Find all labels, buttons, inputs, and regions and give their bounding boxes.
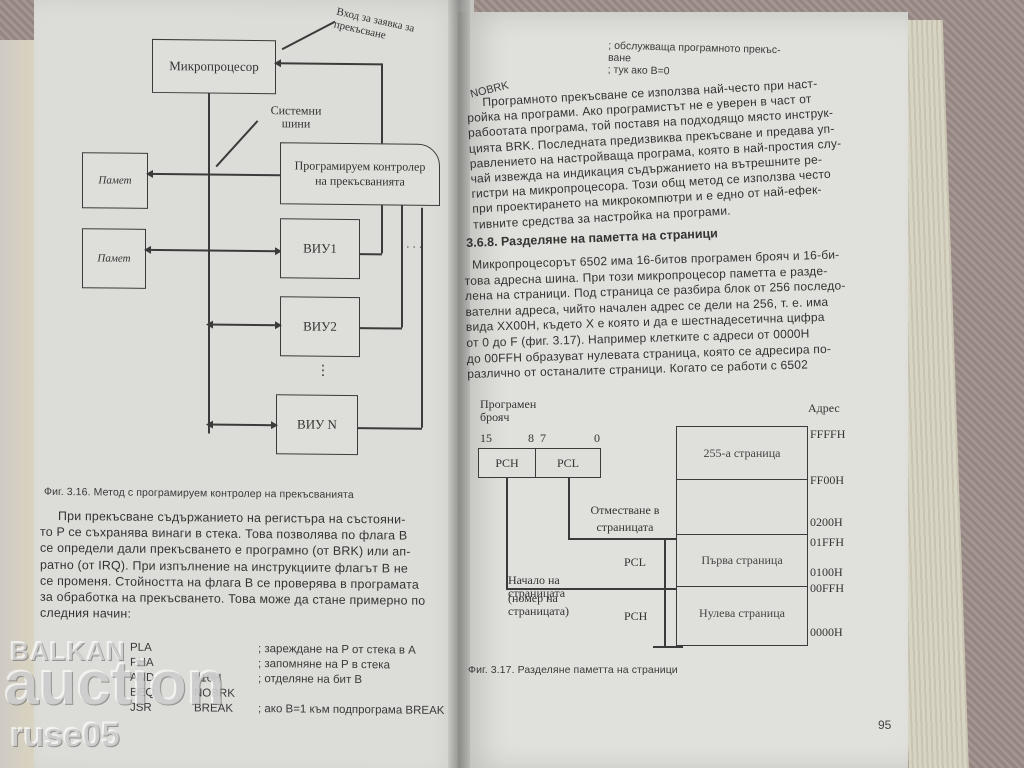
io-2-irq-line: [360, 327, 402, 330]
bit-0: 0: [594, 431, 600, 445]
controller-label: Програмируем контролер на прекъсванията: [294, 158, 426, 189]
address-0100: 0100H: [810, 565, 843, 579]
vertical-ellipsis: ⋮: [316, 363, 330, 379]
program-counter-title: Програмен брояч: [480, 397, 537, 424]
microprocessor-box: Микропроцесор: [152, 38, 276, 95]
code-continuation: ; обслужваща програмното прекъс- ване ; …: [608, 40, 781, 80]
code-comment: ; отделяне на бит B: [258, 673, 363, 687]
page-start-label: Начало на страницата: [508, 573, 566, 600]
watermark-ruse05: ruse05: [10, 716, 120, 754]
system-buses-arrow: [215, 120, 259, 167]
range-base: [653, 646, 683, 648]
io-1-irq-line: [360, 253, 382, 255]
pcl-label: PCL: [556, 455, 579, 470]
watermark-balkan: BALKAN: [10, 636, 126, 666]
io-1-irq-vertical: [381, 205, 383, 254]
address-ff00: FF00H: [810, 473, 845, 487]
address-01ff: 01FFH: [810, 535, 845, 549]
io-n-irq-line: [358, 427, 422, 430]
page-start-line: [506, 588, 676, 590]
address-0000: 0000H: [810, 625, 843, 639]
address-0200: 0200H: [810, 515, 843, 529]
system-bus: [208, 93, 210, 434]
watermark-auction: auction: [4, 649, 225, 718]
code-comment: ; запомняне на P в стека: [258, 658, 390, 672]
left-paragraph: При прекъсване съдържанието на регистъра…: [40, 508, 425, 625]
offset-line: [568, 538, 678, 540]
right-paragraph-1: Програмното прекъсване се използва най-ч…: [466, 75, 845, 232]
figure-3-17-caption: Фиг. 3.17. Разделяне паметта на страници: [468, 664, 678, 676]
memory-label-2: Памет: [97, 252, 131, 265]
memory-1-bus: [148, 172, 280, 176]
system-buses-label: Системни шини: [270, 103, 322, 131]
address-ffff: FFFFH: [810, 427, 846, 441]
pcl-register: PCL: [535, 448, 601, 478]
block-zero-label: Нулева страница: [699, 605, 785, 620]
pch-label: PCH: [495, 455, 519, 470]
range-arrow: [664, 538, 666, 646]
memory-block-255: 255-a страница: [677, 427, 807, 480]
block-255-label: 255-a страница: [703, 445, 781, 460]
memory-map: 255-a страница Първа страница Нулева стр…: [676, 426, 808, 646]
bit-15: 15: [480, 431, 492, 445]
io-n-label: ВИУ N: [297, 416, 337, 432]
pcl-range-label: PCL: [624, 555, 647, 569]
io-2-label: ВИУ2: [303, 318, 337, 334]
interrupt-line: [276, 62, 382, 65]
interrupt-input-label: Вход за заявка за прекъсване: [332, 5, 416, 42]
io-2-bus: [208, 323, 280, 326]
address-header: Адрес: [808, 401, 840, 415]
memory-box-1: Памет: [82, 152, 148, 209]
io-n-bus: [208, 423, 276, 426]
bit-7: 7: [540, 431, 546, 445]
memory-block-zero: Нулева страница: [677, 587, 807, 639]
io-1-label: ВИУ1: [303, 240, 337, 256]
figure-3-16-caption: Фиг. 3.16. Метод с програмируем контроле…: [44, 485, 354, 502]
pch-register: PCH: [478, 448, 536, 478]
io-device-n-box: ВИУ N: [276, 394, 358, 456]
interrupt-controller-box: Програмируем контролер на прекъсванията: [280, 142, 440, 206]
io-device-1-box: ВИУ1: [280, 218, 360, 280]
memory-label-1: Памет: [98, 174, 132, 187]
io-2-irq-vertical: [401, 205, 403, 328]
microprocessor-label: Микропроцесор: [169, 58, 259, 75]
memory-2-bus: [146, 248, 280, 252]
pch-connector: [506, 478, 508, 588]
page-number: 95: [878, 718, 892, 732]
memory-block-gap: [677, 480, 807, 535]
right-page: ; обслужваща програмното прекъс- ване ; …: [458, 12, 908, 768]
right-paragraph-2: Микропроцесорът 6502 има 16-битов програ…: [464, 247, 848, 382]
code-comment: ; ако B=1 към подпрограма BREAK: [258, 703, 445, 717]
book-gutter: [448, 0, 470, 768]
bit-8: 8: [528, 431, 534, 445]
page-number-label: (номер на страницата): [508, 591, 570, 618]
offset-label: Отместване в страницата: [590, 503, 660, 534]
interrupt-line-vertical: [381, 63, 383, 144]
io-n-irq-vertical: [421, 207, 423, 428]
pcl-connector: [568, 478, 570, 538]
block-first-label: Първа страница: [701, 553, 783, 567]
interrupt-arrow: [281, 20, 336, 50]
io-device-2-box: ВИУ2: [280, 296, 360, 358]
code-comment: ; зареждане на P от стека в A: [258, 643, 416, 657]
address-00ff: 00FFH: [810, 581, 845, 595]
memory-block-first: Първа страница: [677, 535, 807, 587]
memory-box-2: Памет: [82, 228, 146, 289]
pch-range-label: PCH: [624, 609, 648, 623]
